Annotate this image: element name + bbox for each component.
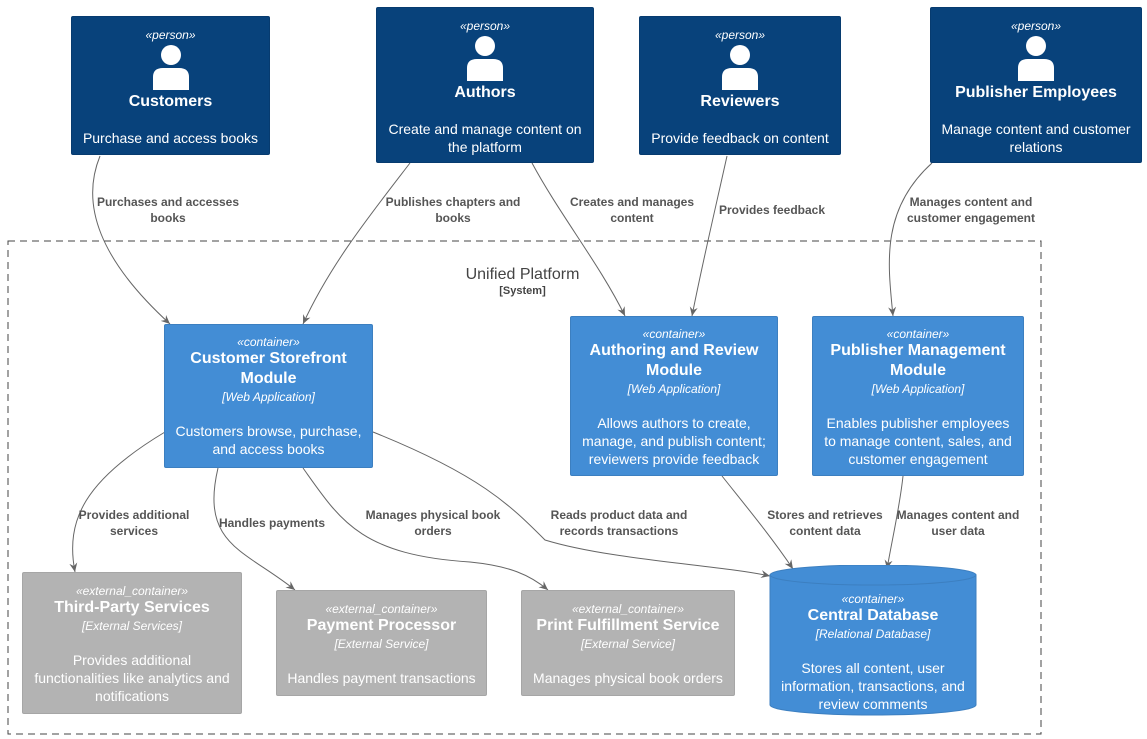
container-customer-storefront[interactable]: «container» Customer Storefront Module […	[164, 324, 373, 468]
person-description: Purchase and access books	[82, 130, 259, 146]
external-third-party-services[interactable]: «external_container» Third-Party Service…	[22, 572, 242, 714]
database-description: Stores all content, user information, tr…	[781, 660, 965, 712]
relationship-label: Manages content and user data	[896, 508, 1020, 538]
external-technology: [External Service]	[580, 637, 676, 651]
person-customers[interactable]: «person» Customers Purchase and access b…	[71, 16, 270, 155]
boundary-type: [System]	[499, 285, 546, 297]
external-name: Print Fulfillment Service	[536, 617, 720, 634]
person-description: Create and manage content on the platfor…	[388, 121, 582, 155]
arrow-authors-authoring	[531, 162, 626, 317]
person-name: Authors	[454, 84, 516, 101]
relationship-label: Purchases and accesses books	[96, 195, 240, 225]
database-text: «container» Central Database [Relational…	[769, 592, 977, 713]
relationship-label: Publishes chapters and books	[385, 195, 521, 225]
person-name: Reviewers	[700, 93, 780, 110]
database-shape	[769, 565, 977, 716]
system-boundary	[7, 240, 1042, 735]
relationship-label: Manages content and customer engagement	[906, 195, 1036, 225]
arrow-storefront-database	[372, 431, 771, 578]
container-description: Allows authors to create, manage, and pu…	[582, 415, 766, 467]
arrow-storefront-print	[302, 467, 549, 591]
external-stereotype: «external_container»	[571, 602, 685, 616]
person-publisher-employees[interactable]: «person» Publisher Employees Manage cont…	[930, 7, 1142, 163]
person-icon	[1018, 36, 1054, 81]
container-name: Authoring and Review Module	[589, 342, 759, 379]
external-stereotype: «external_container»	[325, 602, 438, 616]
container-technology: [Web Application]	[627, 382, 721, 396]
arrow-management-database	[884, 475, 904, 570]
person-authors[interactable]: «person» Authors Create and manage conte…	[376, 7, 594, 163]
person-reviewers[interactable]: «person» Reviewers Provide feedback on c…	[639, 16, 841, 155]
arrow-authoring-database	[721, 475, 794, 570]
person-icon	[467, 36, 503, 81]
person-name: Publisher Employees	[955, 84, 1117, 101]
person-icon	[152, 45, 189, 90]
database-central[interactable]: «container» Central Database [Relational…	[769, 565, 977, 717]
arrow-reviewers-authoring	[689, 155, 728, 317]
arrow-customers-storefront	[92, 155, 171, 325]
person-stereotype: «person»	[714, 28, 766, 42]
arrow-storefront-payment	[213, 467, 296, 591]
external-name: Payment Processor	[306, 617, 457, 634]
container-technology: [Web Application]	[222, 390, 315, 404]
database-stereotype: «container»	[841, 592, 905, 606]
person-stereotype: «person»	[1010, 19, 1062, 33]
relationship-label: Handles payments	[218, 516, 326, 530]
person-stereotype: «person»	[145, 28, 196, 42]
container-publisher-management[interactable]: «container» Publisher Management Module …	[812, 316, 1024, 476]
arrow-publishers-management	[888, 162, 933, 317]
container-name: Customer Storefront Module	[190, 350, 347, 387]
relationship-label: Stores and retrieves content data	[767, 508, 883, 538]
relationship-label: Provides feedback	[718, 203, 826, 217]
person-description: Manage content and customer relations	[941, 121, 1131, 155]
relationship-label: Provides additional services	[78, 508, 190, 538]
external-payment-processor[interactable]: «external_container» Payment Processor […	[276, 590, 487, 696]
external-name: Third-Party Services	[54, 599, 210, 616]
container-stereotype: «container»	[886, 327, 950, 341]
container-description: Customers browse, purchase, and access b…	[175, 423, 362, 457]
external-technology: [External Service]	[334, 637, 429, 651]
arrow-storefront-thirdparty	[69, 431, 166, 573]
person-stereotype: «person»	[459, 19, 511, 33]
boundary-name: Unified Platform	[465, 266, 580, 283]
container-stereotype: «container»	[642, 327, 706, 341]
person-name: Customers	[128, 93, 213, 110]
external-description: Manages physical book orders	[533, 670, 723, 686]
external-print-fulfillment[interactable]: «external_container» Print Fulfillment S…	[521, 590, 735, 696]
container-name: Publisher Management Module	[830, 342, 1006, 379]
person-icon	[722, 45, 758, 90]
database-name: Central Database	[807, 607, 939, 624]
external-stereotype: «external_container»	[75, 584, 189, 598]
relationship-label: Creates and manages content	[569, 195, 695, 225]
boundary-title: Unified Platform [System]	[420, 265, 625, 297]
container-description: Enables publisher employees to manage co…	[824, 415, 1012, 467]
relationship-label: Manages physical book orders	[365, 508, 501, 538]
external-description: Provides additional functionalities like…	[34, 652, 230, 704]
arrow-authors-storefront	[302, 162, 411, 325]
container-technology: [Web Application]	[871, 382, 965, 396]
external-technology: [External Services]	[81, 619, 183, 633]
person-description: Provide feedback on content	[651, 130, 829, 146]
container-stereotype: «container»	[237, 335, 300, 349]
external-description: Handles payment transactions	[287, 670, 476, 686]
relationship-label: Reads product data and records transacti…	[550, 508, 688, 538]
database-technology: [Relational Database]	[815, 627, 931, 641]
container-authoring-review[interactable]: «container» Authoring and Review Module …	[570, 316, 778, 476]
